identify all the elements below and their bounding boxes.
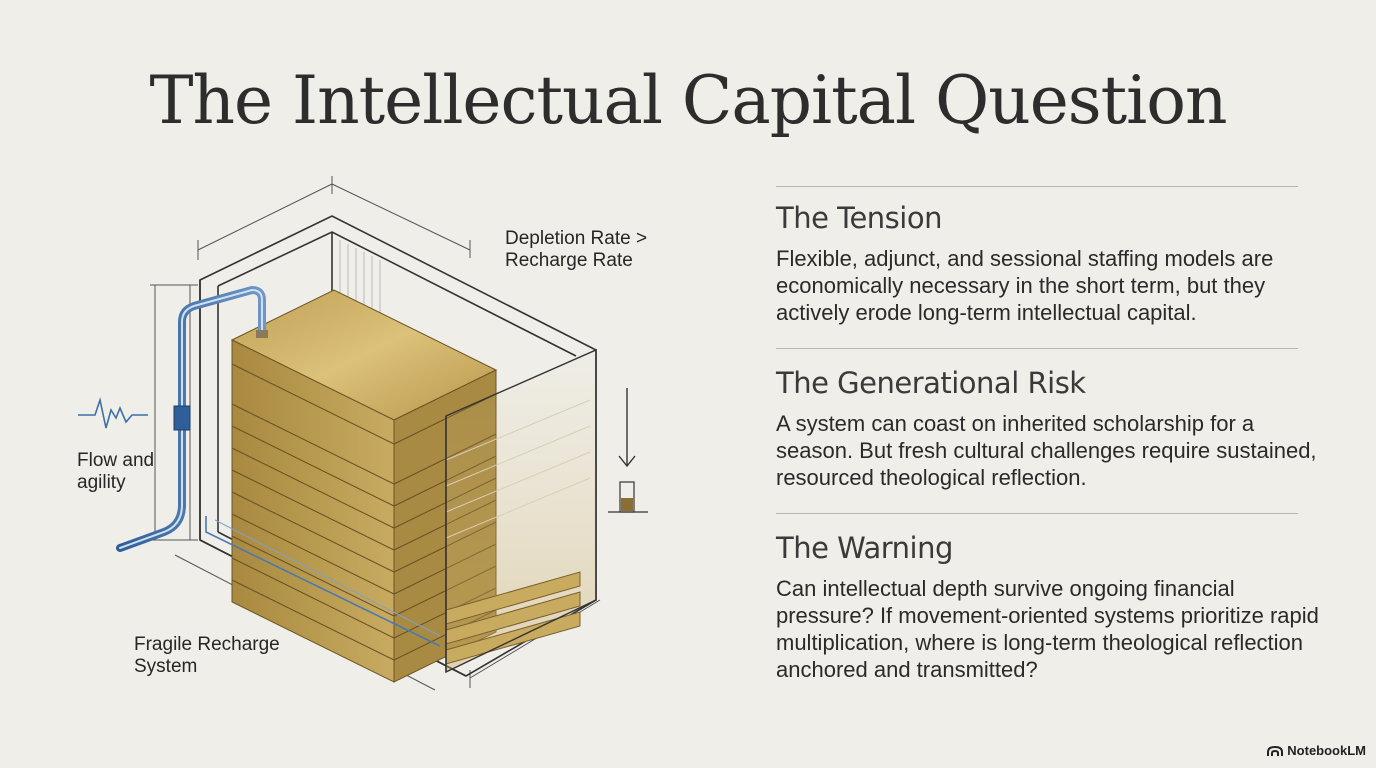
divider-2 [776, 348, 1298, 349]
recharge-label-text: Fragile Recharge System [134, 634, 280, 677]
section-body: Can intellectual depth survive ongoing f… [776, 576, 1319, 682]
section-heading: The Tension [776, 201, 942, 235]
page-title: The Intellectual Capital Question [149, 62, 1227, 139]
divider-3 [776, 513, 1298, 514]
depletion-rate-label: Depletion Rate > Recharge Rate [505, 228, 647, 272]
section-tension: The Tension Flexible, adjunct, and sessi… [776, 201, 1336, 326]
divider-1 [776, 186, 1298, 187]
depletion-arrow-icon [618, 388, 636, 468]
section-warning: The Warning Can intellectual depth survi… [776, 531, 1336, 683]
section-heading: The Warning [776, 531, 953, 565]
section-body: A system can coast on inherited scholars… [776, 411, 1317, 490]
recharge-pipe [116, 285, 441, 647]
fragile-recharge-label: Fragile Recharge System [134, 634, 280, 678]
flow-label-text: Flow and agility [77, 450, 155, 493]
pulse-icon [78, 396, 148, 429]
depleted-section [445, 348, 597, 674]
section-body: Flexible, adjunct, and sessional staffin… [776, 246, 1274, 325]
section-heading: The Generational Risk [776, 366, 1086, 400]
reservoir-diagram [78, 176, 648, 691]
depletion-label-text: Depletion Rate > Recharge Rate [505, 228, 648, 271]
level-gauge-icon [608, 481, 648, 513]
section-generational-risk: The Generational Risk A system can coast… [776, 366, 1336, 491]
brand-name: NotebookLM [1287, 743, 1366, 758]
flow-agility-label: Flow and agility [77, 450, 154, 494]
brand-badge: NotebookLM [1267, 743, 1366, 758]
notebooklm-logo-icon [1267, 745, 1284, 756]
capital-stack [230, 289, 498, 683]
